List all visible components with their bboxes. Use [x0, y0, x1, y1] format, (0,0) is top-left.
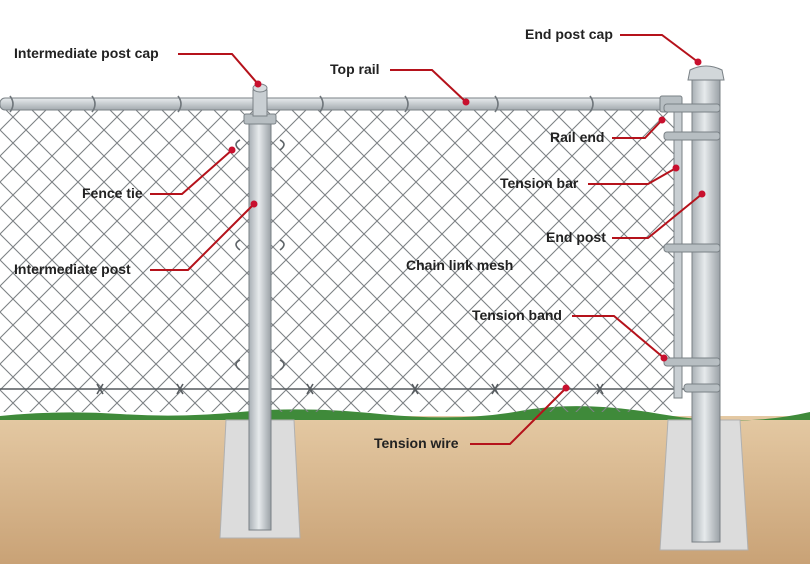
top-rail [0, 97, 671, 111]
end-post-cap [687, 65, 725, 81]
label-intermediate-post-cap: Intermediate post cap [14, 45, 159, 61]
label-tension-wire: Tension wire [374, 435, 459, 451]
chain-link-mesh [0, 104, 678, 412]
intermediate-post [248, 117, 272, 531]
fence-ties [235, 139, 285, 371]
label-intermediate-post: Intermediate post [14, 261, 131, 277]
leader-dots [228, 58, 706, 392]
label-top-rail: Top rail [330, 61, 380, 77]
label-rail-end: Rail end [550, 129, 604, 145]
end-post [691, 79, 721, 543]
label-chain-link-mesh: Chain link mesh [406, 257, 513, 273]
rail-ties [9, 95, 594, 113]
label-end-post: End post [546, 229, 606, 245]
label-end-post-cap: End post cap [525, 26, 613, 42]
intermediate-post-cap [252, 89, 268, 117]
tension-bar [673, 107, 683, 399]
label-tension-band: Tension band [472, 307, 562, 323]
tension-bands [663, 103, 721, 393]
label-tension-bar: Tension bar [500, 175, 579, 191]
tension-wire-ties [96, 383, 604, 395]
leader-lines [150, 34, 703, 445]
label-fence-tie: Fence tie [82, 185, 143, 201]
